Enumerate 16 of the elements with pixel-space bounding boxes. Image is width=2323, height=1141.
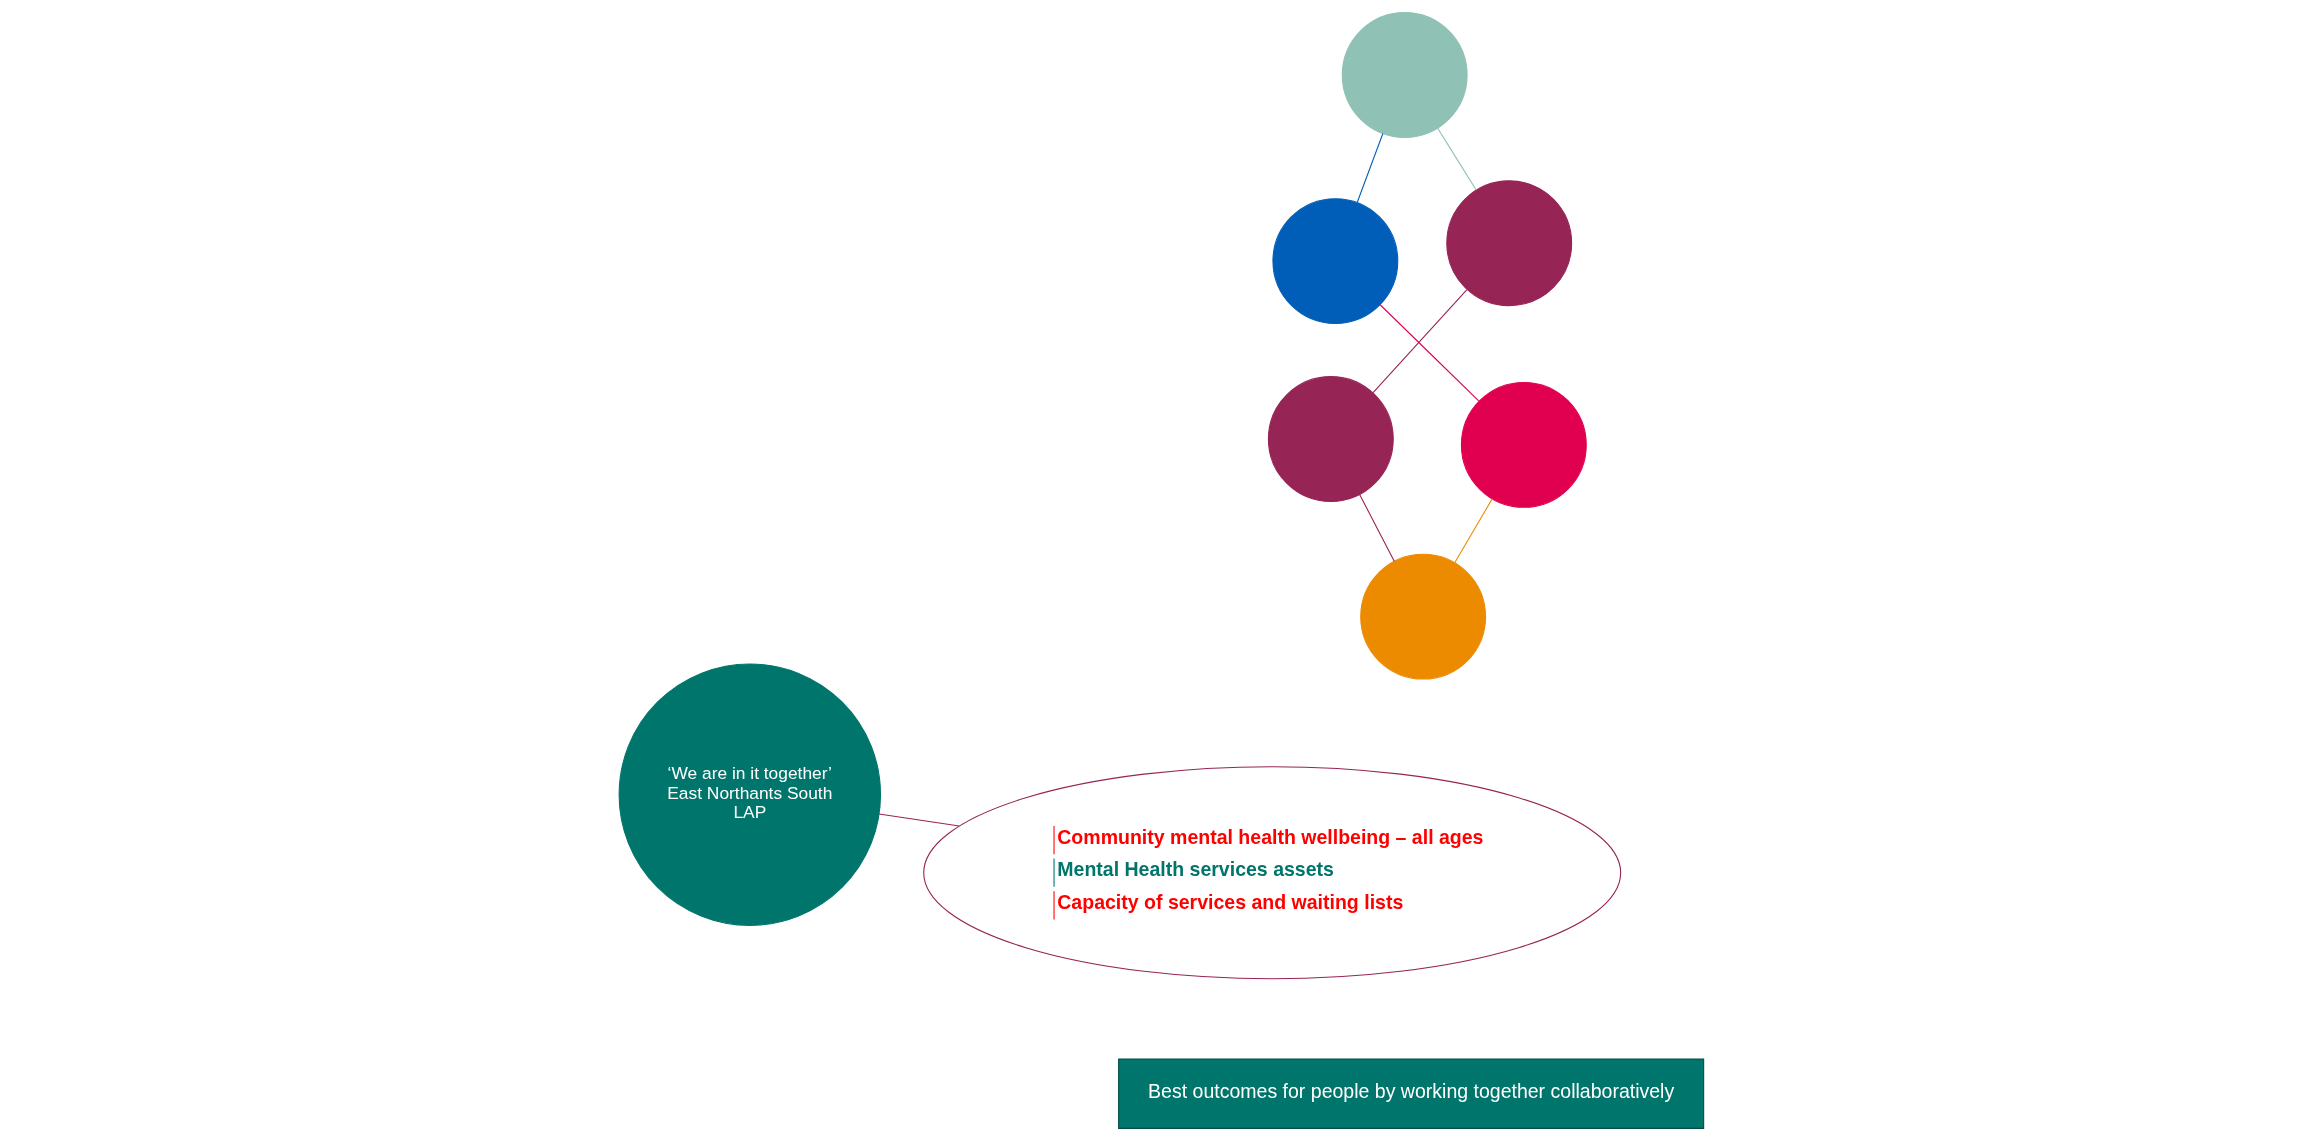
node-circle xyxy=(1360,553,1487,680)
node-ellipse: Community mental health wellbeing – all ages Mental Health services assets Capacity of services and waiting lists xyxy=(923,766,1622,980)
connector xyxy=(1359,494,1395,562)
node-circle xyxy=(1267,376,1394,503)
connector xyxy=(878,813,960,827)
connector xyxy=(1356,132,1384,203)
connector xyxy=(1379,304,1480,402)
node-circle xyxy=(1460,381,1587,508)
node-circle xyxy=(1341,12,1468,138)
connector xyxy=(1437,127,1477,191)
node-circle xyxy=(1446,180,1573,307)
node-circle xyxy=(1272,198,1399,325)
node-circle: ‘We are in it together’ East Northants South LAP xyxy=(618,663,882,926)
connector xyxy=(1372,289,1468,394)
node-box: Best outcomes for people by working together collaboratively xyxy=(1118,1058,1705,1129)
connector xyxy=(1454,498,1493,564)
